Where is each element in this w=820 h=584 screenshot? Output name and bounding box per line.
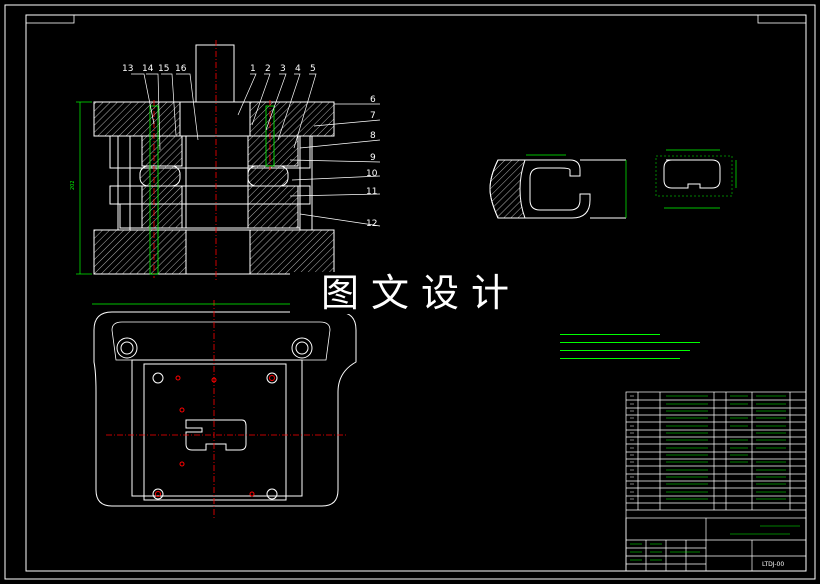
part-label: 5 (310, 64, 316, 74)
watermark-text: 图文设计 (290, 272, 552, 314)
part-label: 6 (370, 95, 376, 105)
section-view: 202 13 14 15 16 1 2 3 4 5 6 (70, 40, 381, 282)
part-label: 10 (366, 169, 378, 179)
top-left-code-box (25, 14, 75, 24)
svg-text:202: 202 (70, 180, 76, 190)
outer-border (4, 4, 816, 580)
part-label: 3 (280, 64, 286, 74)
parts-list-green-text (630, 395, 800, 561)
part-label: 1 (250, 64, 256, 74)
inner-border (25, 14, 807, 572)
parts-list-item-numbers (630, 395, 634, 500)
technical-notes (560, 330, 700, 366)
part-label: 15 (158, 64, 169, 74)
parts-list-rows (626, 399, 806, 511)
part-label: 12 (366, 219, 377, 229)
part-label: 13 (122, 64, 133, 74)
part-label: 8 (370, 131, 376, 141)
part-label: 14 (142, 64, 154, 74)
part-label: 2 (265, 64, 271, 74)
workpiece-views (489, 149, 737, 219)
drawing-code: LTDJ-00 (762, 561, 784, 568)
top-right-code-box (757, 14, 807, 24)
part-label: 7 (370, 111, 376, 121)
part-label: 11 (366, 187, 377, 197)
title-block (625, 391, 807, 572)
part-label: 9 (370, 153, 376, 163)
plan-view (92, 300, 357, 520)
part-label: 16 (175, 64, 187, 74)
part-label: 4 (295, 64, 301, 74)
